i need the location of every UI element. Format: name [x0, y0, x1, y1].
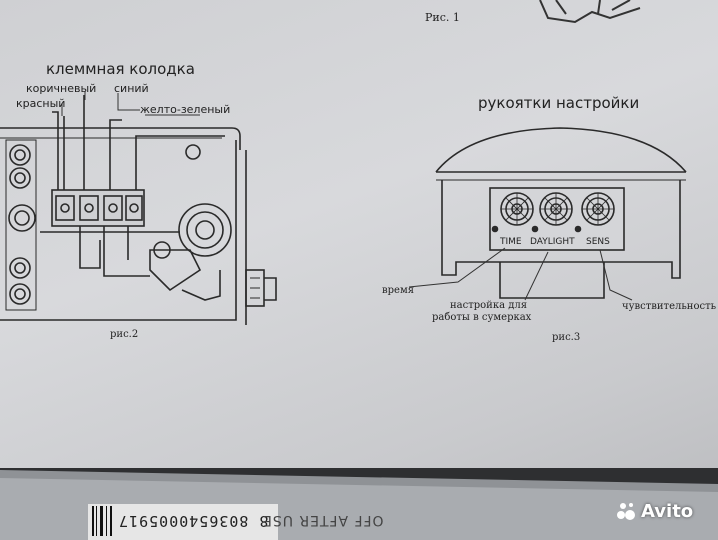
fig2-title: клеммная колодка — [46, 60, 195, 78]
knob-label-time: TIME — [500, 237, 522, 247]
wire-label-red: красный — [16, 97, 66, 110]
knob-sens — [581, 192, 615, 226]
callout-time: время — [382, 285, 415, 296]
pen-imprint: OFF AFTER USE — [262, 512, 384, 528]
fig2-drawing — [0, 95, 277, 325]
wire-label-blue: синий — [114, 82, 149, 95]
fig2-leaders — [61, 92, 200, 116]
callout-sens: чувствительность — [622, 301, 717, 312]
knob-label-daylight: DAYLIGHT — [530, 237, 575, 247]
knob-time — [500, 192, 534, 226]
pen-drawing — [0, 468, 718, 540]
knob-daylight — [539, 192, 573, 226]
fig2-caption: рис.2 — [110, 329, 139, 340]
pen-barcode-digits: 8 8036540005917 — [118, 512, 269, 530]
fig3-title: рукоятки настройки — [478, 94, 640, 112]
fig3-leaders — [408, 247, 633, 301]
avito-watermark: Avito — [615, 500, 693, 522]
callout-daylight-line2: работы в сумерках — [432, 312, 532, 323]
wire-label-yellow-green: желто-зеленый — [140, 103, 231, 116]
fig3-drawing — [435, 127, 687, 299]
callout-daylight-line1: настройка для — [450, 300, 528, 311]
fig1-fragment — [539, 0, 641, 24]
knob-label-sens: SENS — [586, 237, 610, 247]
fig3-caption: рис.3 — [552, 332, 581, 343]
avito-logo-icon — [617, 503, 635, 520]
avito-wordmark: Avito — [641, 500, 694, 522]
wire-label-brown: коричневый — [26, 82, 97, 95]
fig1-caption: Рис. 1 — [425, 11, 460, 24]
